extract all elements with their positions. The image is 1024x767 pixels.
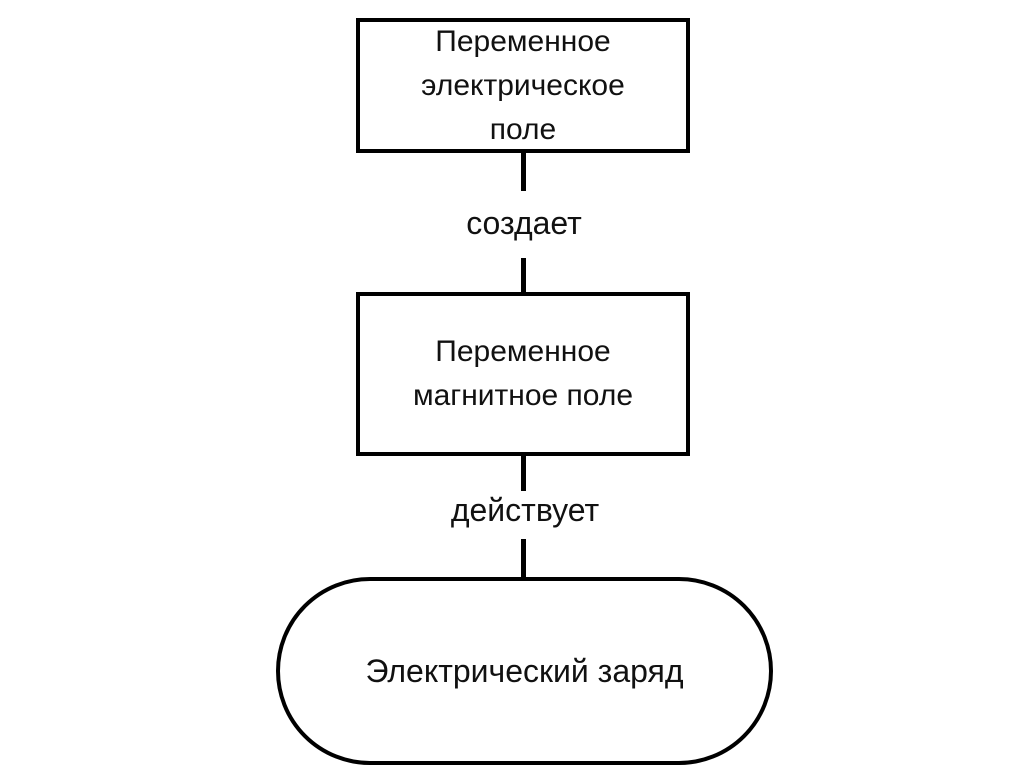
node-label-line: электрическое bbox=[421, 68, 625, 102]
node-electric-charge[interactable]: Электрический заряд bbox=[276, 577, 773, 765]
connector-label-acts: действует bbox=[450, 492, 600, 528]
node-alternating-electric-field[interactable]: Переменное электрическое поле bbox=[356, 18, 690, 153]
node-alternating-magnetic-field[interactable]: Переменное магнитное поле bbox=[356, 292, 690, 456]
node-label-line: Электрический заряд bbox=[365, 653, 684, 689]
connector-creates-upper-segment bbox=[521, 152, 526, 191]
node-label-line: Переменное bbox=[435, 24, 611, 58]
connector-acts-lower-segment bbox=[521, 539, 526, 579]
connector-acts-upper-segment bbox=[521, 455, 526, 491]
node-label-line: магнитное поле bbox=[412, 379, 634, 412]
connector-label-creates: создает bbox=[466, 205, 582, 241]
connector-creates-lower-segment bbox=[521, 258, 526, 294]
node-label-line: поле bbox=[489, 112, 557, 146]
node-label-line: Переменное bbox=[435, 335, 611, 368]
